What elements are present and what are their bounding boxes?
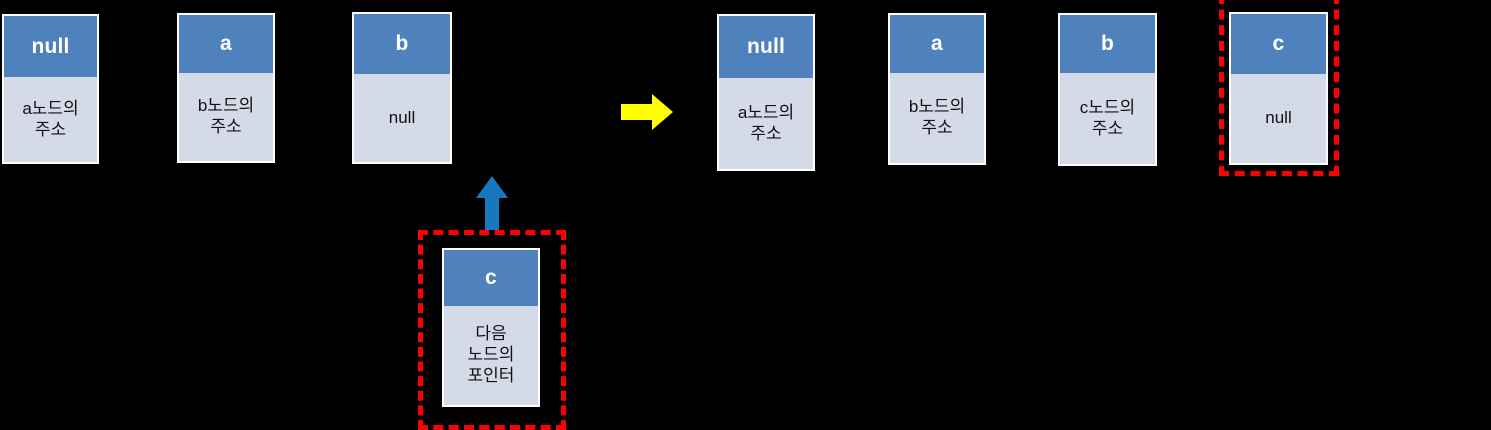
node-header-label: b (1060, 15, 1155, 73)
node-body-label: b노드의 주소 (890, 73, 984, 163)
node-after-0: null a노드의 주소 (717, 14, 815, 171)
yellow-right-arrow-icon (619, 92, 675, 132)
node-before-0: null a노드의 주소 (2, 14, 99, 164)
node-header-label: a (890, 15, 984, 73)
node-header-label: c (1231, 14, 1326, 74)
node-after-3: c null (1229, 12, 1328, 165)
node-header-label: b (354, 14, 450, 74)
node-inserted-c: c 다음 노드의 포인터 (442, 248, 540, 407)
node-after-1: a b노드의 주소 (888, 13, 986, 165)
node-after-2: b c노드의 주소 (1058, 13, 1157, 166)
node-body-label: b노드의 주소 (179, 73, 273, 161)
node-body-label: null (1231, 74, 1326, 163)
node-header-label: null (719, 16, 813, 78)
node-before-1: a b노드의 주소 (177, 13, 275, 163)
blue-up-arrow-icon (472, 174, 512, 232)
node-body-label: 다음 노드의 포인터 (444, 306, 538, 405)
node-body-label: c노드의 주소 (1060, 73, 1155, 164)
node-header-label: a (179, 15, 273, 73)
node-body-label: a노드의 주소 (4, 77, 97, 162)
node-header-label: null (4, 16, 97, 77)
node-before-2: b null (352, 12, 452, 164)
node-header-label: c (444, 250, 538, 306)
node-body-label: a노드의 주소 (719, 78, 813, 169)
node-body-label: null (354, 74, 450, 162)
